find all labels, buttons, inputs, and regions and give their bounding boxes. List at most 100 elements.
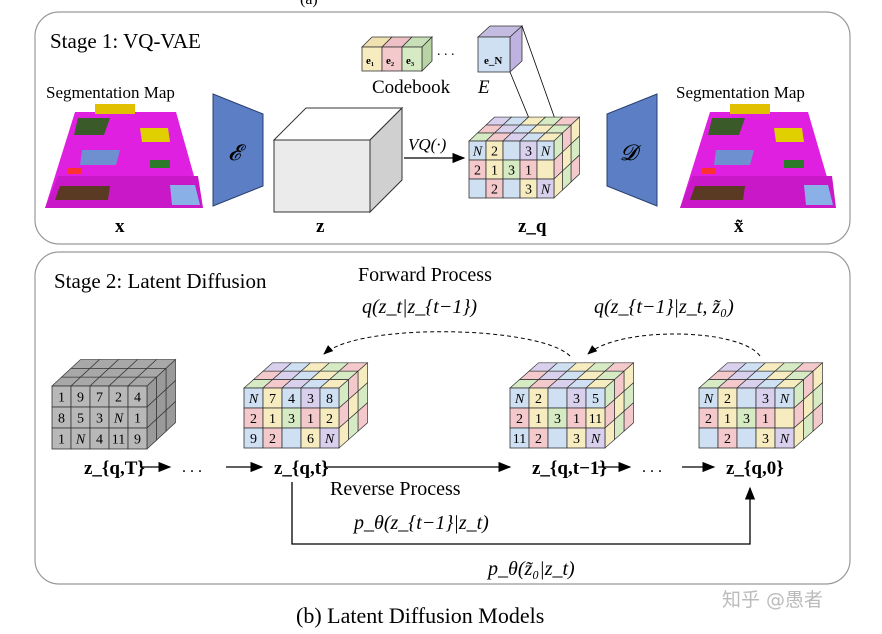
cube-cell-value: 3 [573, 432, 580, 447]
cube-cell-value: 2 [250, 412, 257, 427]
cube-cell-value: 3 [508, 164, 515, 179]
cube-front-cell [736, 427, 757, 449]
vq-operator-label: VQ(·) [408, 135, 447, 154]
zq-t-minus-1-label: z_{q,t−1} [532, 458, 607, 479]
cube-cell-value: 2 [724, 392, 731, 407]
cube-front-cell [547, 387, 568, 409]
cube-front-cell [547, 427, 568, 449]
seg-map-left-label: Segmentation Map [46, 83, 175, 102]
reverse-eq-1: p_θ(z_{t−1}|z_t) [352, 512, 489, 534]
cube-cell-value: N [779, 432, 790, 447]
codebook-entry-n-label: e_N [484, 55, 502, 67]
forward-arrow-2 [587, 333, 761, 357]
cube-cell-value: 11 [589, 412, 602, 427]
cube-cell-value: N [540, 145, 551, 160]
cube-cell-value: N [540, 183, 551, 198]
cube-cell-value: 9 [134, 433, 141, 448]
cube-front-cell [127, 427, 148, 450]
cube-front-cell [585, 427, 606, 449]
cube-cell-value: 1 [269, 412, 276, 427]
cube-cell-value: N [113, 412, 124, 427]
cube-cell-value: 1 [491, 164, 498, 179]
cube-cell-value: 8 [58, 412, 65, 427]
bypass-arrow [291, 482, 756, 545]
cube-cell-value: 2 [491, 183, 498, 198]
codebook-ellipsis: . . . [437, 44, 455, 59]
encoder-block [212, 93, 264, 207]
cube-cell-value: 3 [573, 392, 580, 407]
x-label: x [115, 216, 125, 237]
cube-cell-value: 1 [525, 164, 532, 179]
stage1-panel [34, 11, 851, 245]
watermark: 知乎 @愚者 [722, 589, 823, 611]
forward-process-label: Forward Process [358, 264, 492, 286]
cube-cell-value: 11 [513, 432, 526, 447]
cube-cell-value: 3 [762, 432, 769, 447]
cube-cell-value: N [248, 392, 259, 407]
cube-cell-value: 2 [705, 412, 712, 427]
z-label: z [316, 216, 325, 237]
stage2-panel [34, 251, 851, 585]
zq-0-label: z_{q,0} [726, 458, 784, 479]
cube-cell-value: 2 [724, 432, 731, 447]
cube-cell-value: 7 [269, 392, 276, 407]
cube-front-cell [774, 407, 795, 429]
cube-cell-value: 11 [112, 433, 125, 448]
forward-eq-1: q(z_t|z_{t−1}) [362, 296, 477, 318]
cube-front-cell [281, 427, 302, 449]
decoder-block [606, 93, 658, 207]
segmentation-map-input [45, 104, 203, 208]
codebook-entry-2-label: e₂ [386, 55, 395, 67]
cube-cell-value: 7 [96, 391, 103, 406]
cube-cell-value: 3 [743, 412, 750, 427]
cube-cell-value: 3 [554, 412, 561, 427]
cube-cell-value: 3 [525, 145, 532, 160]
cube-cell-value: 1 [724, 412, 731, 427]
cube-front-cell [536, 159, 555, 180]
cube-cell-value: 3 [307, 392, 314, 407]
cube-cell-value: 1 [535, 412, 542, 427]
cube-front-cell [502, 178, 521, 199]
cube-cell-value: 2 [269, 432, 276, 447]
zq-T-label: z_{q,T} [84, 458, 145, 479]
cube-front-cell [319, 427, 340, 449]
cube-cell-value: N [703, 392, 714, 407]
x-tilde-label: x̃ [734, 216, 744, 237]
seq-ellipsis-2: . . . [642, 459, 662, 476]
decoder-symbol: 𝓓 [620, 140, 642, 165]
codebook-variable: E [477, 77, 490, 98]
cube-cell-value: N [75, 433, 86, 448]
cube-cell-value: 2 [535, 392, 542, 407]
codebook-entry-1-label: e₁ [366, 55, 374, 67]
cube-cell-value: 5 [592, 392, 599, 407]
segmentation-map-output [680, 104, 836, 208]
cube-front-cell [468, 178, 487, 199]
seg-map-right-label: Segmentation Map [676, 83, 805, 102]
figure-caption: (b) Latent Diffusion Models [296, 603, 544, 628]
codebook-entry-n [476, 25, 524, 73]
codebook-label: Codebook [372, 77, 451, 98]
cube-cell-value: 1 [58, 433, 65, 448]
cube-cell-value: 2 [115, 391, 122, 406]
cube-cell-value: 2 [535, 432, 542, 447]
codebook-entry-3 [401, 36, 433, 72]
cube-cell-value: N [590, 432, 601, 447]
cube-cell-value: 1 [573, 412, 580, 427]
codebook-entry-3-label: e₃ [406, 55, 415, 67]
cube-cell-value: N [514, 392, 525, 407]
cube-cell-value: 3 [288, 412, 295, 427]
seq-ellipsis-1: . . . [182, 459, 202, 476]
zq-label: z_q [518, 216, 547, 237]
cube-cell-value: 9 [77, 391, 84, 406]
cube-cell-value: 4 [134, 391, 141, 406]
cube-cell-value: 2 [326, 412, 333, 427]
cube-front-cell [774, 427, 795, 449]
reverse-process-label: Reverse Process [330, 478, 461, 500]
cube-cell-value: 2 [516, 412, 523, 427]
cube-cell-value: N [472, 145, 483, 160]
